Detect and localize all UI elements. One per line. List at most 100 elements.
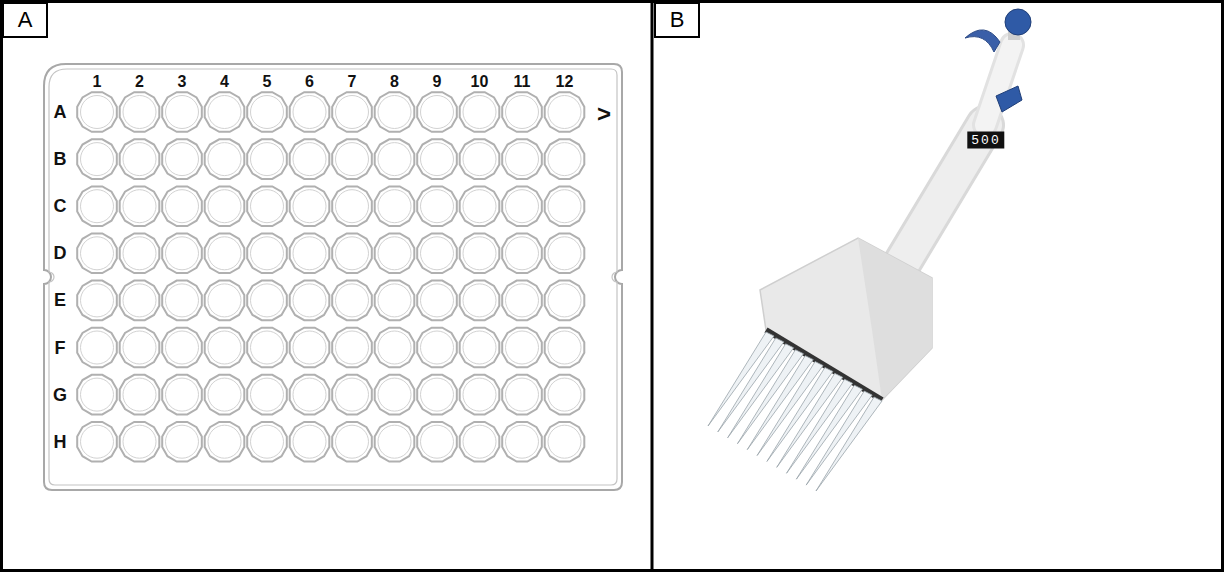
well (120, 422, 160, 462)
well-inner (208, 284, 241, 317)
well (205, 375, 245, 415)
well-inner (463, 425, 496, 458)
well-inner (166, 284, 199, 317)
well (375, 92, 415, 132)
well (162, 328, 202, 368)
well (502, 281, 542, 321)
well (375, 234, 415, 274)
well (545, 186, 585, 226)
well-inner (336, 331, 369, 364)
well-inner (548, 284, 581, 317)
well-inner (378, 96, 411, 129)
well-inner (506, 425, 539, 458)
well-inner (293, 96, 326, 129)
well-inner (378, 143, 411, 176)
well-inner (81, 237, 114, 270)
well-inner (166, 96, 199, 129)
well (545, 92, 585, 132)
well-inner (548, 378, 581, 411)
well (417, 328, 457, 368)
well-inner (293, 284, 326, 317)
well (417, 422, 457, 462)
well-inner (166, 190, 199, 223)
row-letter: F (55, 337, 66, 358)
well (502, 328, 542, 368)
well-inner (123, 331, 156, 364)
well-inner (293, 190, 326, 223)
well-inner (378, 190, 411, 223)
well (162, 186, 202, 226)
well-inner (81, 96, 114, 129)
well-inner (81, 425, 114, 458)
well (502, 186, 542, 226)
well (460, 422, 500, 462)
well-inner (421, 284, 454, 317)
well (162, 139, 202, 179)
well (332, 281, 372, 321)
well (460, 186, 500, 226)
well (290, 375, 330, 415)
well (290, 234, 330, 274)
well-inner (208, 425, 241, 458)
well-inner (548, 143, 581, 176)
well-inner (251, 378, 284, 411)
well (120, 92, 160, 132)
well-inner (81, 143, 114, 176)
well-inner (208, 331, 241, 364)
well (545, 281, 585, 321)
well (375, 328, 415, 368)
well (247, 186, 287, 226)
well (502, 92, 542, 132)
well-inner (123, 190, 156, 223)
well-inner (421, 190, 454, 223)
well (162, 92, 202, 132)
well (545, 139, 585, 179)
well-inner (208, 96, 241, 129)
column-number: 6 (305, 73, 314, 91)
row-letter: E (54, 290, 66, 311)
well-inner (378, 378, 411, 411)
well (77, 139, 117, 179)
well (460, 281, 500, 321)
well-inner (166, 378, 199, 411)
well (460, 375, 500, 415)
well (375, 281, 415, 321)
well (247, 328, 287, 368)
well (332, 139, 372, 179)
panel-divider (651, 0, 654, 572)
well-inner (548, 425, 581, 458)
well (77, 328, 117, 368)
well (502, 139, 542, 179)
well-inner (251, 237, 284, 270)
well-inner (251, 331, 284, 364)
row-letter: H (54, 431, 67, 452)
well-grid (77, 92, 584, 461)
well (332, 186, 372, 226)
multichannel-pipette (708, 9, 1031, 491)
well-inner (208, 378, 241, 411)
well-inner (506, 237, 539, 270)
well-inner (378, 331, 411, 364)
well (502, 422, 542, 462)
well (247, 422, 287, 462)
well-inner (336, 237, 369, 270)
well (120, 186, 160, 226)
well-inner (166, 143, 199, 176)
column-number: 3 (178, 73, 187, 91)
well (247, 281, 287, 321)
well-inner (81, 378, 114, 411)
well (120, 328, 160, 368)
well-inner (293, 143, 326, 176)
well (545, 422, 585, 462)
well (290, 139, 330, 179)
well (162, 375, 202, 415)
well-inner (123, 237, 156, 270)
well (332, 375, 372, 415)
well (332, 234, 372, 274)
well-inner (81, 284, 114, 317)
well (205, 92, 245, 132)
well (290, 186, 330, 226)
well (247, 139, 287, 179)
well-inner (166, 425, 199, 458)
